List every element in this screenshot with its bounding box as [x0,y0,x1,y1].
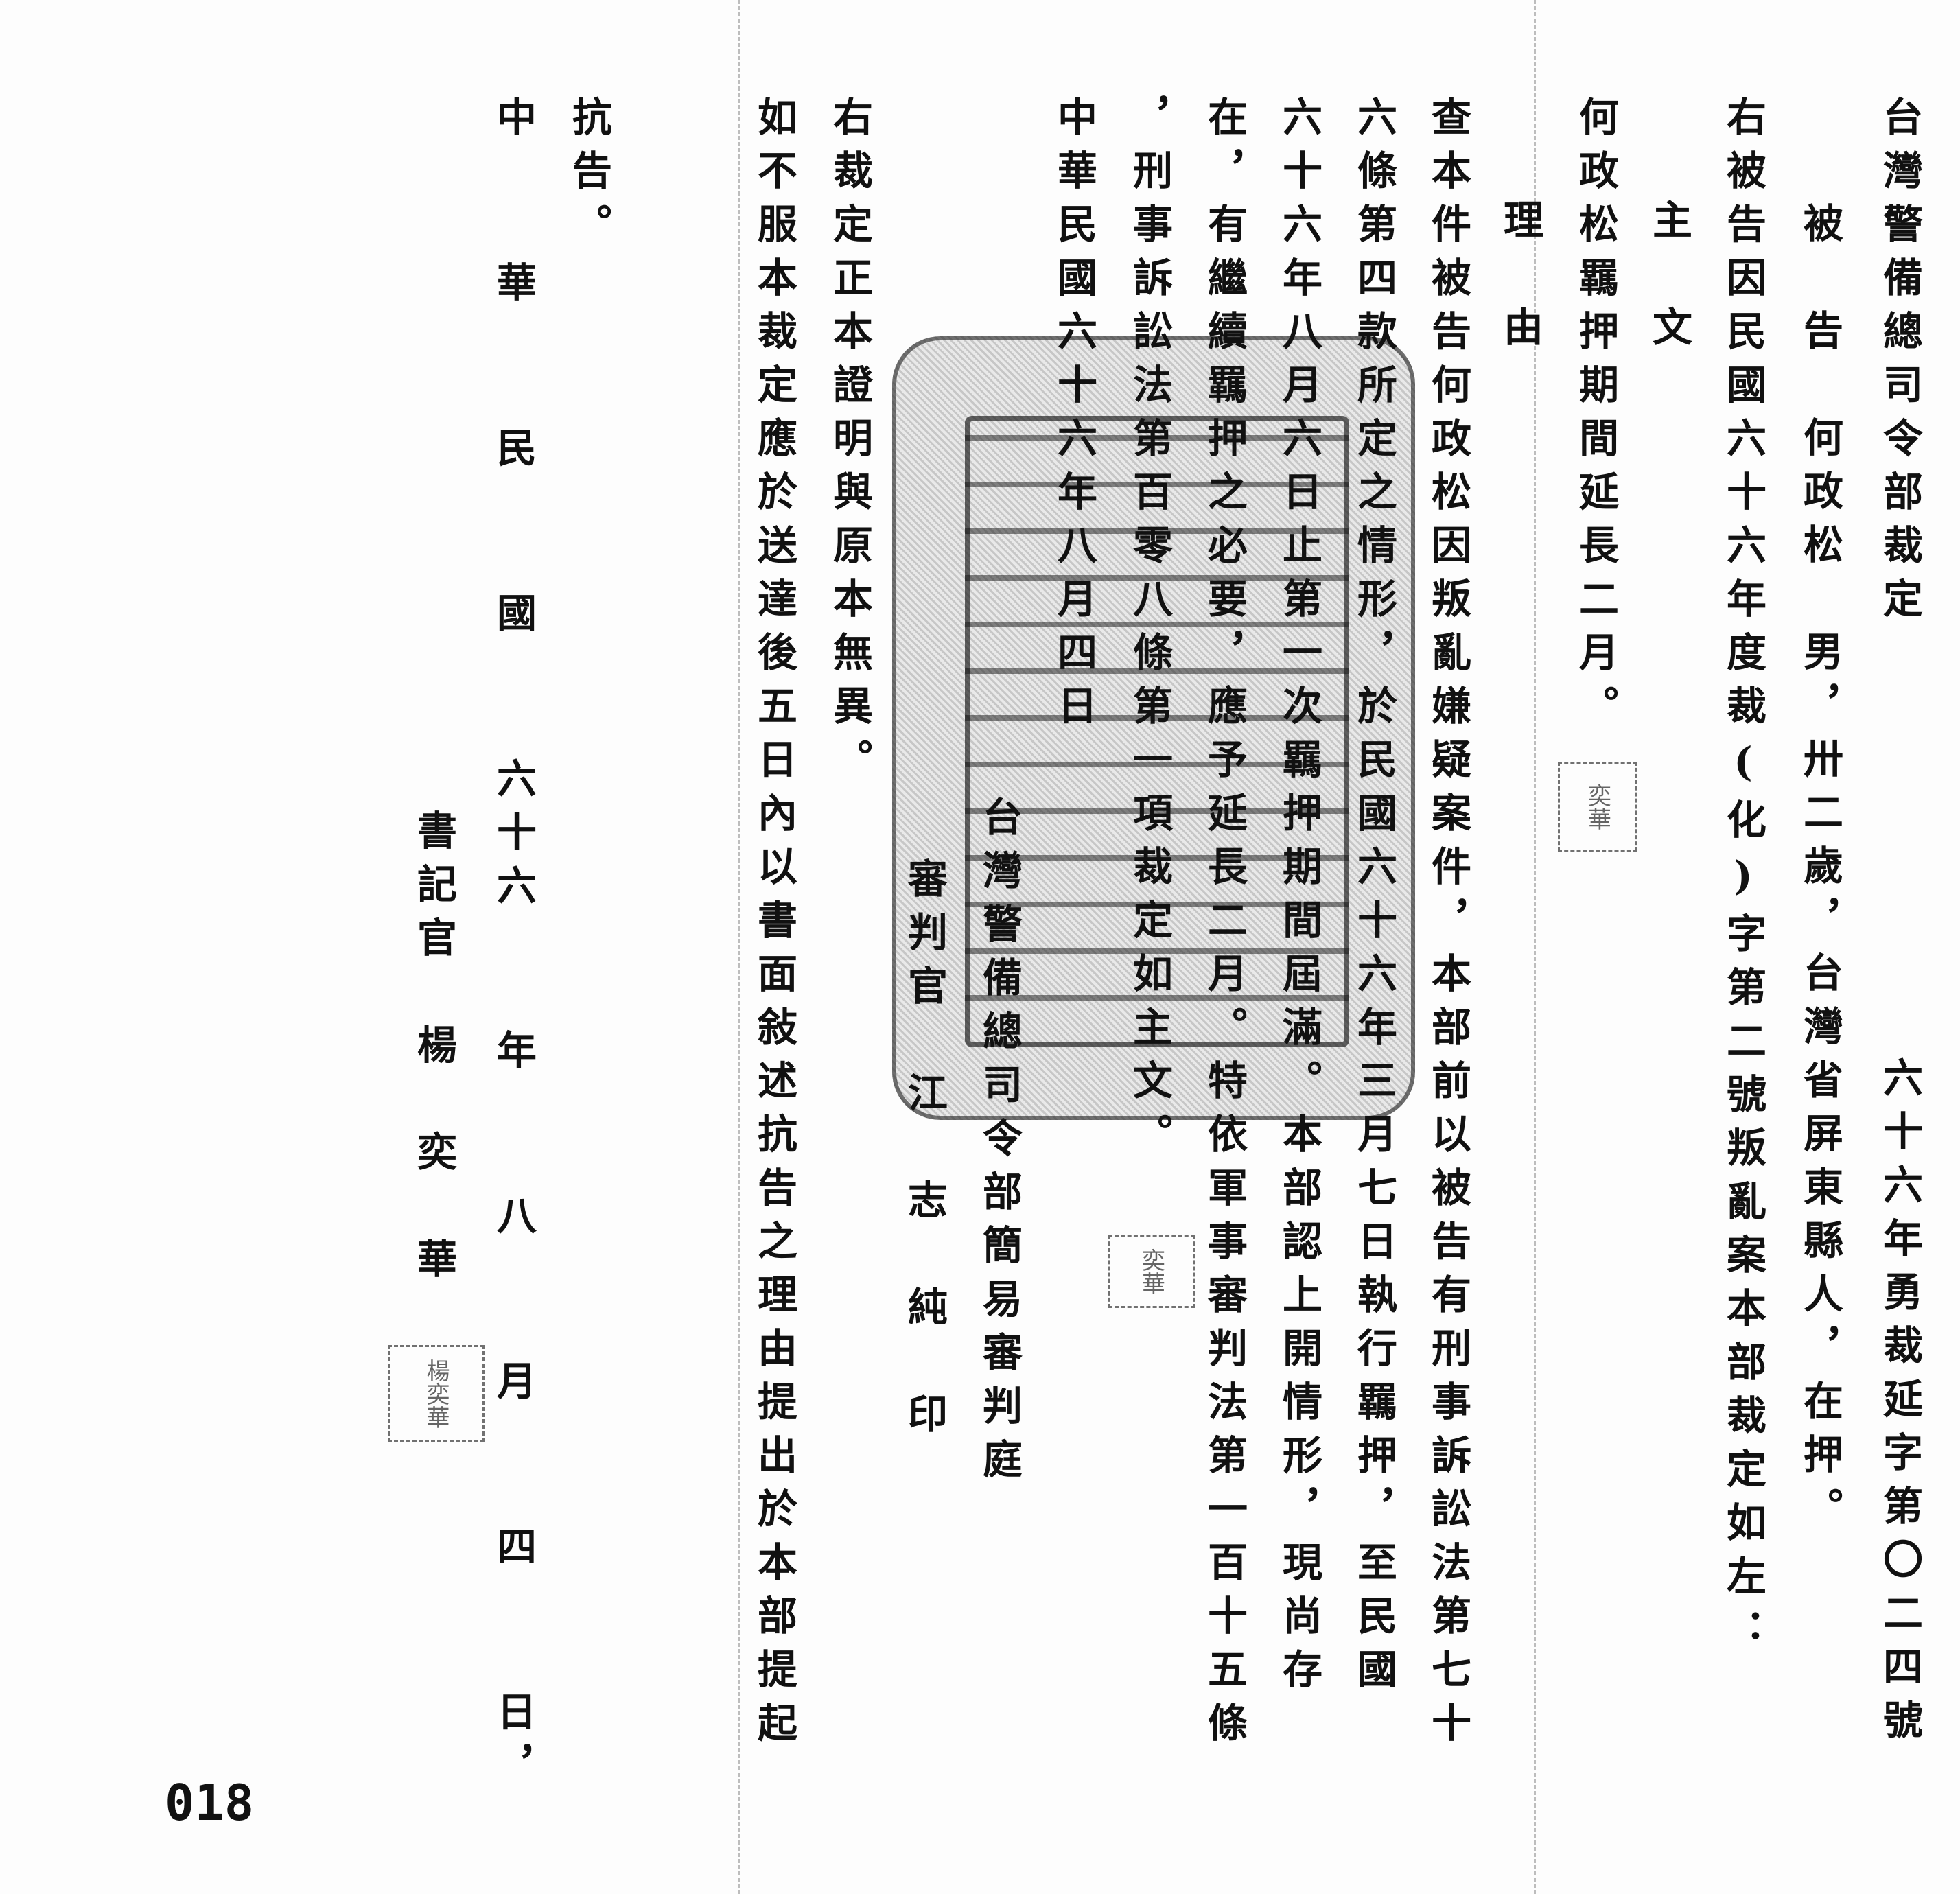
reason-line-2: 六條第四款所定之情形，於民國六十六年三月七日執行羈押，至民國 [1351,96,1397,1702]
date-part: 八 [490,1195,537,1249]
copy-date: 中 華 民 國 六十六 年 八 月 四 日， [485,96,542,1798]
judge-line: 審判官 江 志 純 印 [901,858,948,1447]
reason-line-3: 六十六年八月六日止第一次羈押期間屆滿。本部認上開情形，現尚存 [1276,96,1322,1702]
certification-line: 右裁定正本證明與原本無異。 [826,96,873,792]
official-seal-stamp [892,336,1415,1120]
clerk-seal: 楊奕華 [388,1345,485,1442]
clerk-line: 書記官 楊 奕 華 [410,810,457,1291]
main-heading: 主 文 [1646,199,1692,360]
case-number: 六十六年勇裁延字第〇二四號 [1876,1057,1923,1753]
defendant-line: 被 告 何政松 男，卅二歲，台灣省屏東縣人，在押。 [1797,202,1843,1541]
date-part: 六十六 [490,757,537,918]
document-title: 台灣警備總司令部裁定 [1876,96,1923,631]
reason-line-5: ，刑事訴訟法第百零八條第一項裁定如主文。 [1126,96,1173,1167]
date-part: 華 [490,261,537,315]
decision-date: 中華民國六十六年八月四日 [1051,96,1097,738]
date-part: 月 [490,1360,537,1414]
date-part: 中 [490,96,537,150]
reason-line-4: 在，有繼續羈押之必要，應予延長二月。特依軍事審判法第一百十五條 [1201,96,1248,1755]
date-part: 國 [490,592,537,646]
reason-heading: 理 由 [1497,199,1543,360]
small-seal: 奕華 [1108,1235,1195,1308]
appeal-line-2: 抗告。 [565,96,612,257]
court-name: 台灣警備總司令部簡易審判庭 [976,796,1023,1492]
date-part: 四 [490,1525,537,1579]
date-part: 民 [490,426,537,480]
fold-line [1534,0,1536,1894]
page-number: 018 [165,1774,255,1832]
date-part: 年 [490,1029,537,1084]
main-text: 何政松羈押期間延長二月。 [1572,96,1619,738]
intro-line: 右被告因民國六十六年度裁(化)字第二號叛亂案本部裁定如左： [1720,96,1766,1662]
date-part: 日， [490,1690,537,1798]
seal-inner-border [965,416,1349,1047]
reason-line-1: 查本件被告何政松因叛亂嫌疑案件，本部前以被告有刑事訴訟法第七十 [1425,96,1471,1755]
appeal-line-1: 如不服本裁定應於送達後五日內以書面敍述抗告之理由提出於本部提起 [751,96,797,1755]
fold-line [738,0,740,1894]
small-seal: 奕華 [1558,762,1637,852]
